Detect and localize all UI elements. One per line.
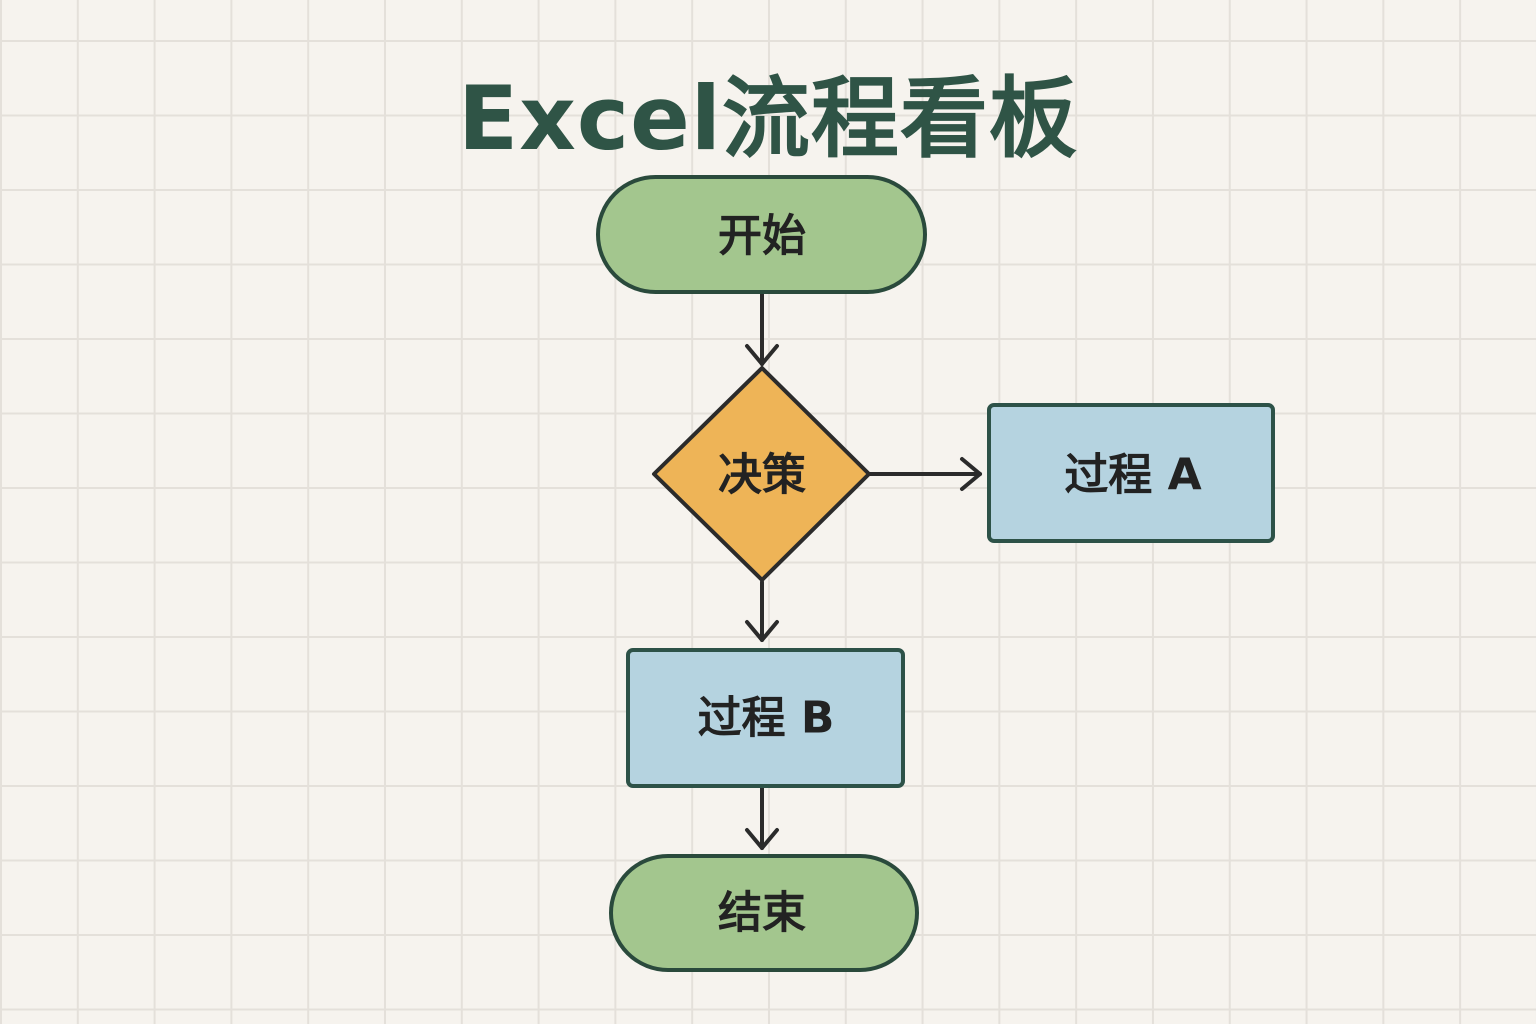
node-end[interactable]: 结束 <box>609 854 919 972</box>
node-decision-label: 决策 <box>718 450 806 501</box>
diagram-title: Excel流程看板 <box>458 67 1078 170</box>
node-process-b[interactable]: 过程 B <box>626 648 905 788</box>
node-decision[interactable]: 决策 <box>652 366 871 582</box>
node-end-label: 结束 <box>718 888 806 939</box>
arrow-decision-process-a <box>868 457 982 491</box>
node-process-a-label: 过程 A <box>1064 450 1201 501</box>
arrow-decision-process-b <box>745 580 779 642</box>
node-start[interactable]: 开始 <box>596 175 927 294</box>
arrow-process-b-end <box>745 786 779 850</box>
node-start-label: 开始 <box>718 211 806 262</box>
arrow-start-decision <box>745 292 779 366</box>
node-process-b-label: 过程 B <box>698 693 835 744</box>
node-process-a[interactable]: 过程 A <box>987 403 1275 543</box>
